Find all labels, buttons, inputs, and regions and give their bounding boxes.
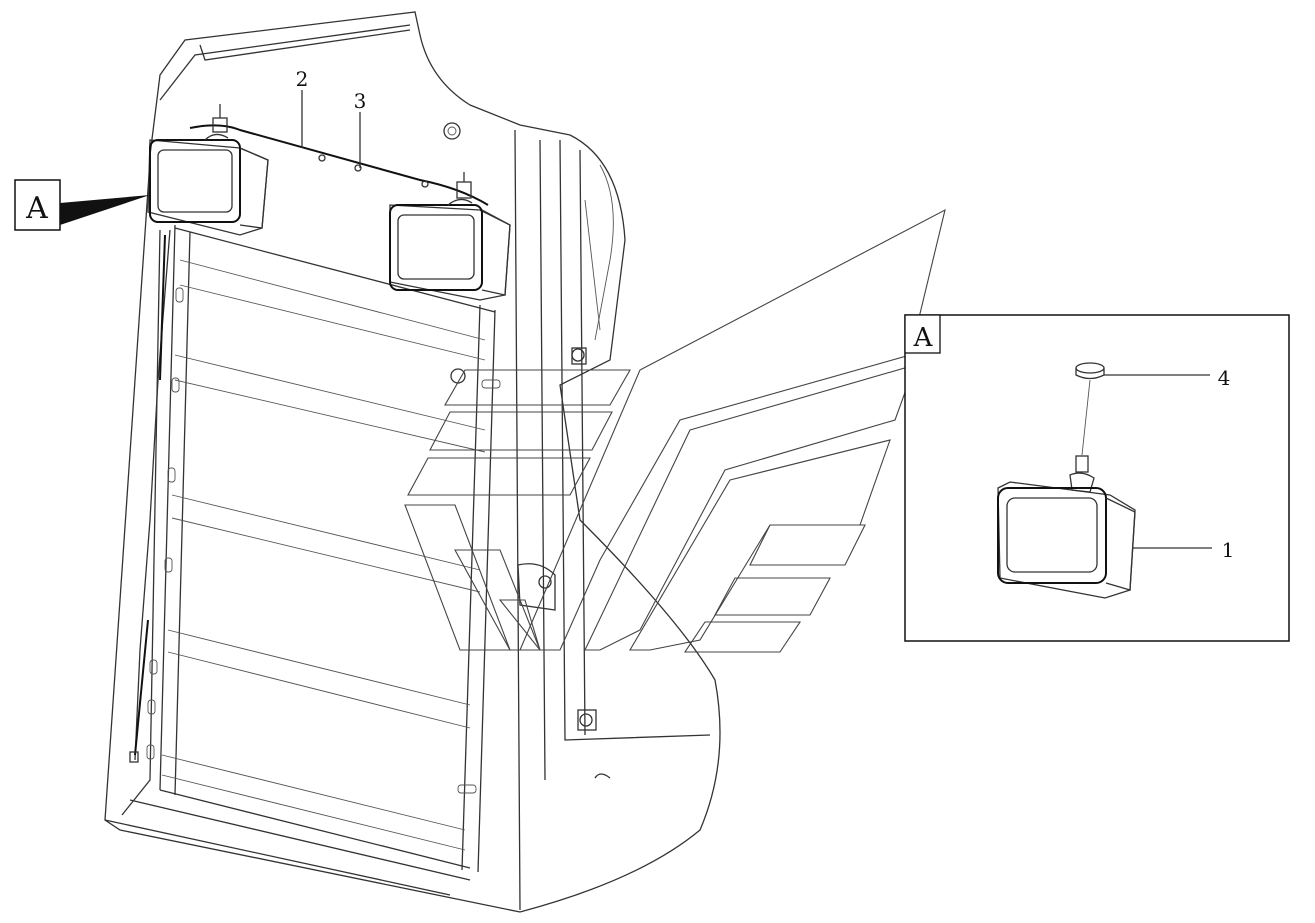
watermark-logo (404, 208, 946, 653)
leader-lines (60, 90, 361, 225)
view-arrow-head (60, 195, 150, 225)
work-lamp-left (147, 104, 269, 236)
wire-harness (129, 124, 489, 763)
item-number-3: 3 (354, 89, 367, 113)
item-number-2: 2 (296, 67, 309, 91)
work-lamp-right (389, 172, 511, 301)
nut-part (1075, 362, 1105, 380)
detail-view-a: A (904, 314, 1290, 642)
item-number-1: 1 (1222, 538, 1235, 562)
work-lamp-detail (997, 455, 1136, 599)
detail-marker-label: A (913, 323, 934, 353)
grille-panel (146, 224, 501, 873)
item-numbers: 2 3 4 1 (296, 67, 1235, 562)
item-number-4: 4 (1218, 366, 1231, 390)
cab-body (104, 11, 721, 913)
view-marker-a: A (14, 179, 61, 231)
view-marker-label: A (25, 191, 48, 226)
